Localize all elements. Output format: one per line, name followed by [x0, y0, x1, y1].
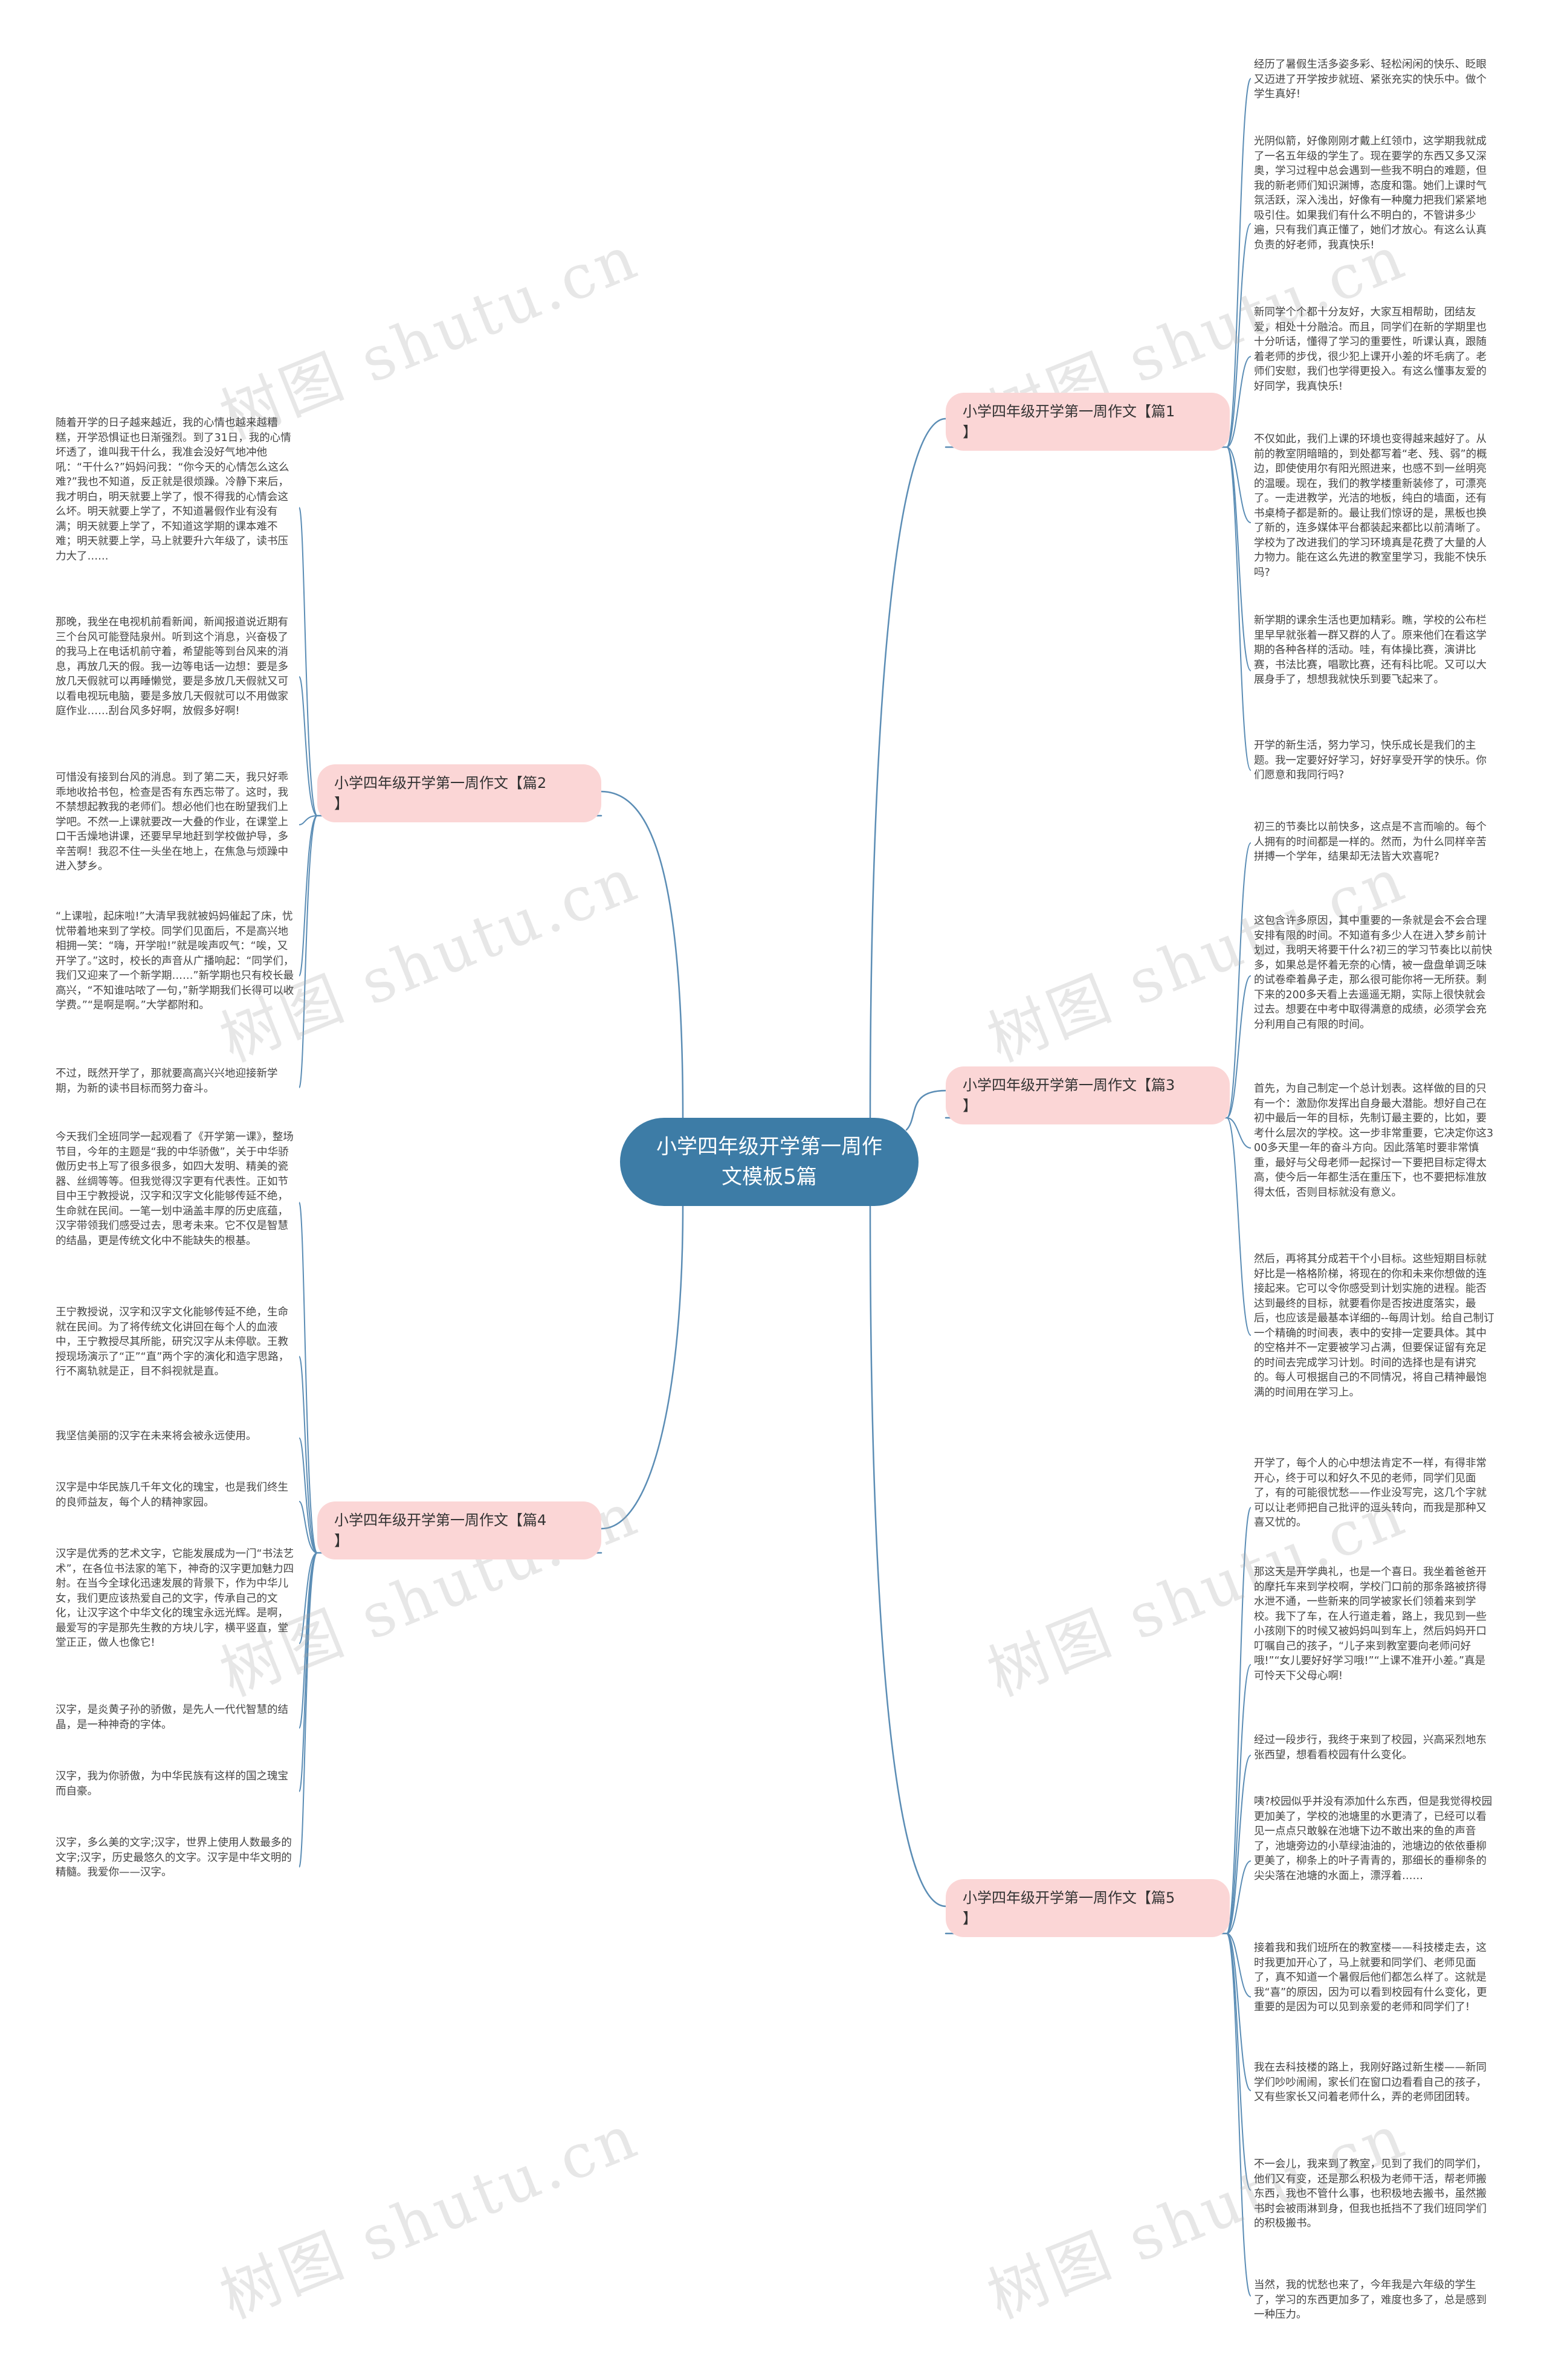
link-root-b3: [905, 1089, 947, 1131]
leaf-b2-3: 可惜没有接到台风的消息。到了第二天，我只好乖乖地收拾书包，检查是否有东西忘带了。…: [56, 772, 288, 872]
leaf-b5-3: 经过一段步行，我终于来到了校园，兴高采烈地东张西望，想看看校园有什么变化。: [1254, 1734, 1487, 1761]
leaf-b4-6: 汉字，是炎黄子孙的骄傲，是先人一代代智慧的结晶，是一种神奇的字体。: [56, 1704, 288, 1731]
link-root-b1: [869, 418, 947, 1119]
leaf-b1-2: 光阴似箭，好像刚刚才戴上红领巾，这学期我就成了一名五年级的学生了。现在要学的东西…: [1254, 135, 1487, 251]
link-root-b4: [600, 1205, 684, 1530]
leaf-b5-7: 不一会儿，我来到了教室，见到了我们的同学们，他们又有变，还是那么积极为老师干活，…: [1254, 2158, 1487, 2230]
leaf-b5-4: 咦?校园似乎并没有添加什么东西，但是我觉得校园更加美了，学校的池塘里的水更清了，…: [1254, 1796, 1493, 1882]
branch-topic-4[interactable]: 小学四年级开学第一周作文【篇4 】: [317, 1501, 601, 1559]
branch-topic-5[interactable]: 小学四年级开学第一周作文【篇5 】: [946, 1879, 1230, 1937]
branch-topic-3[interactable]: 小学四年级开学第一周作文【篇3 】: [946, 1066, 1230, 1124]
leaf-b2-2: 那晚，我坐在电视机前看新闻，新闻报道说近期有三个台风可能登陆泉州。听到这个消息，…: [56, 616, 288, 717]
leaf-b4-7: 汉字，我为你骄傲，为中华民族有这样的国之瑰宝而自豪。: [56, 1770, 288, 1798]
leaf-b4-3: 我坚信美丽的汉字在未来将会被永远使用。: [56, 1430, 257, 1442]
branch-topic-1[interactable]: 小学四年级开学第一周作文【篇1 】: [946, 393, 1230, 451]
leaf-b5-6: 我在去科技楼的路上，我刚好路过新生楼——新同学们吵吵闹闹，家长们在窗口边看看自己…: [1254, 2062, 1487, 2103]
leaf-b1-5: 新学期的课余生活也更加精彩。瞧，学校的公布栏里早早就张着一群又群的人了。原来他们…: [1254, 614, 1487, 686]
leaf-b1-6: 开学的新生活，努力学习，快乐成长是我们的主题。我一定要好好学习，好好享受开学的快…: [1254, 740, 1487, 781]
leaf-b4-1: 今天我们全班同学一起观看了《开学第一课》，整场节目，今年的主题是“我的中华骄傲”…: [56, 1131, 294, 1247]
leaf-b3-1: 初三的节奏比以前快多，这点是不言而喻的。每个人拥有的时间都是一样的。然而，为什么…: [1254, 821, 1487, 863]
link-root-b5: [869, 1205, 947, 1908]
leaf-b4-4: 汉字是中华民族几千年文化的瑰宝，也是我们终生的良师益友，每个人的精神家园。: [56, 1482, 288, 1509]
leaf-b3-4: 然后，再将其分成若干个小目标。这些短期目标就好比是一格格阶梯，将现在的你和未来你…: [1254, 1253, 1494, 1399]
leaf-b2-4: “上课啦，起床啦!”大清早我就被妈妈催起了床，忧忧带着地来到了学校。同学们见面后…: [56, 911, 294, 1011]
leaf-b3-2: 这包含许多原因，其中重要的一条就是会不会合理安排有限的时间。不知道有多少人在进入…: [1254, 915, 1493, 1031]
leaf-b4-5: 汉字是优秀的艺术文字，它能发展成为一门“书法艺术”，在各位书法家的笔下，神奇的汉…: [56, 1548, 294, 1649]
leaf-b2-5: 不过，既然开学了，那就要高高兴兴地迎接新学期，为新的读书目标而努力奋斗。: [56, 1068, 278, 1095]
leaf-b5-1: 开学了，每个人的心中想法肯定不一样，有得非常开心，终于可以和好久不见的老师，同学…: [1254, 1457, 1487, 1529]
leaf-b4-2: 王宁教授说，汉字和汉字文化能够传延不绝，生命就在民间。为了将传统文化讲回在每个人…: [56, 1306, 289, 1378]
leaf-b5-5: 接着我和我们班所在的教室楼——科技楼走去，这时我更加开心了，马上就要和同学们、老…: [1254, 1942, 1487, 2013]
leaf-b5-2: 那这天是开学典礼，也是一个喜日。我坐着爸爸开的摩托车来到学校啊，学校门口前的那条…: [1254, 1566, 1487, 1682]
leaf-b4-8: 汉字，多么美的文字;汉字，世界上使用人数最多的文字;汉字，历史最悠久的文字。汉字…: [56, 1837, 292, 1879]
leaf-b1-1: 经历了暑假生活多姿多彩、轻松闲闲的快乐、眨眼又迈进了开学按步就班、紧张充实的快乐…: [1254, 59, 1487, 100]
leaf-b5-8: 当然，我的忧愁也来了，今年我是六年级的学生了，学习的东西更加多了，难度也多了，总…: [1254, 2279, 1487, 2321]
leaf-b1-3: 新同学个个都十分友好，大家互相帮助，团结友爱，相处十分融洽。而且，同学们在新的学…: [1254, 306, 1487, 393]
branch-topic-2[interactable]: 小学四年级开学第一周作文【篇2 】: [317, 764, 601, 822]
leaf-b3-3: 首先，为自己制定一个总计划表。这样做的目的只有一个：激励你发挥出自身最大潜能。想…: [1254, 1083, 1494, 1199]
link-root-b2: [600, 790, 684, 1119]
mindmap-root-topic[interactable]: 小学四年级开学第一周作 文模板5篇: [620, 1118, 919, 1206]
leaf-b2-1: 随着开学的日子越来越近，我的心情也越来越糟糕，开学恐惧证也日渐强烈。到了31日，…: [56, 417, 291, 563]
leaf-b1-4: 不仅如此，我们上课的环境也变得越来越好了。从前的教室阴暗暗的，到处都写着“老、残…: [1254, 433, 1487, 579]
